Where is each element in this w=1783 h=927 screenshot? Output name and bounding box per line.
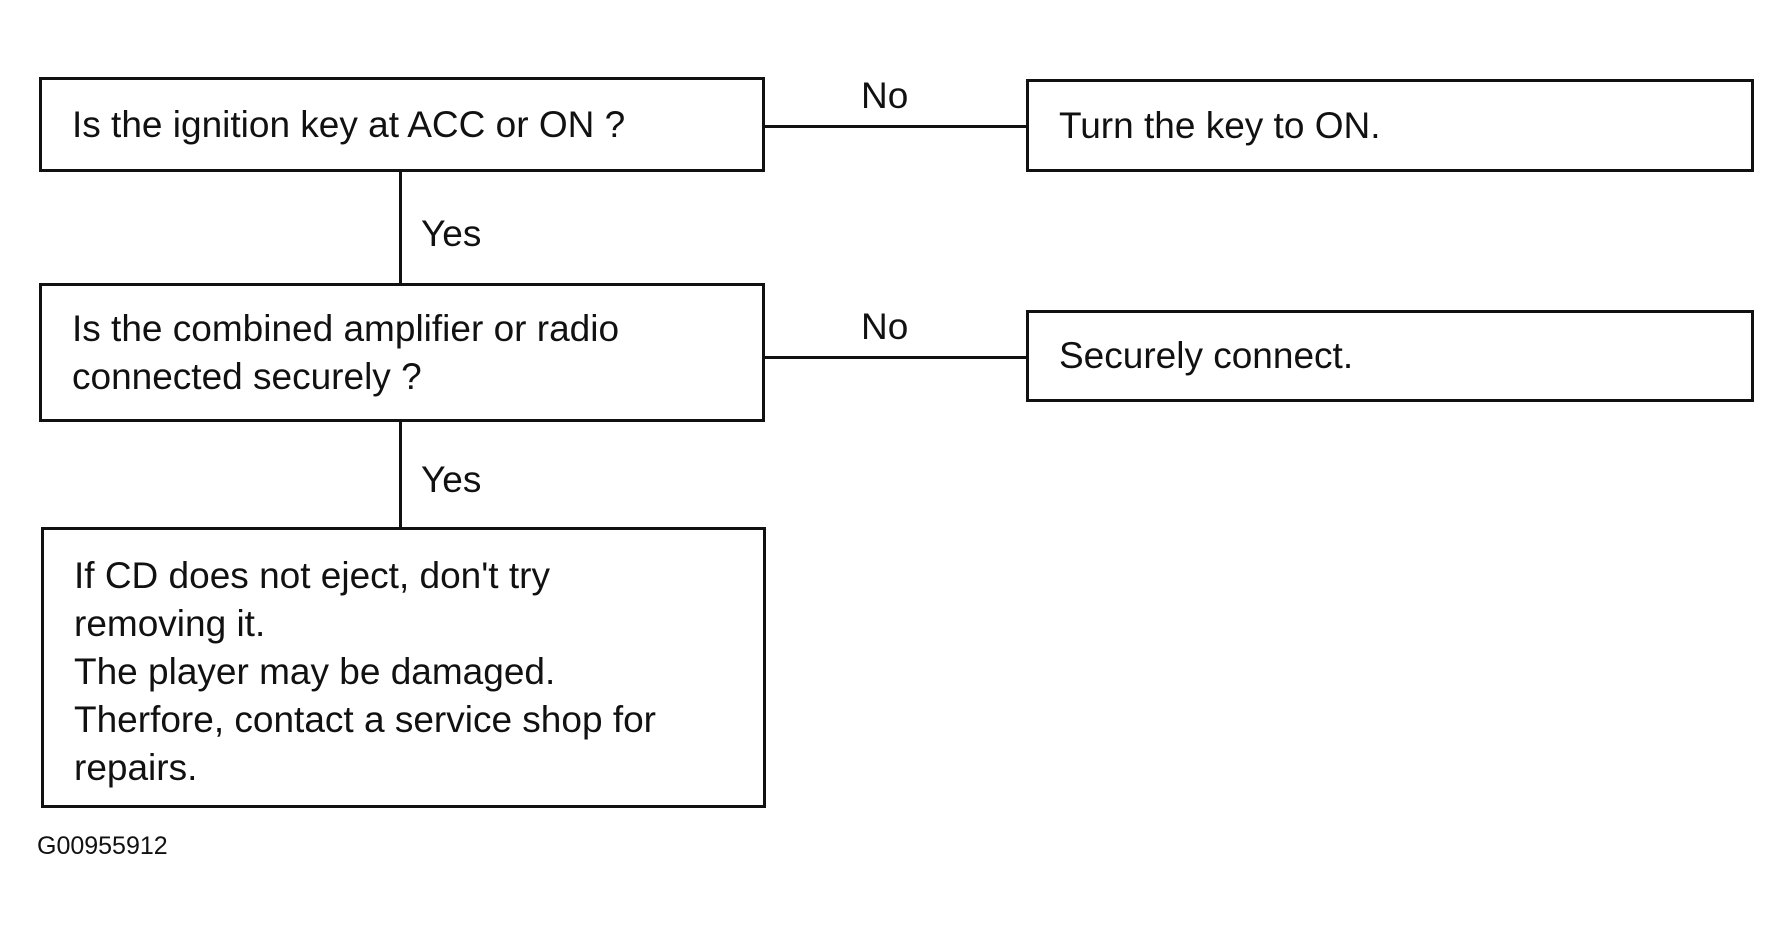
decision-line: Is the combined amplifier or radio bbox=[72, 307, 620, 349]
decision-text-amplifier-connection: Is the combined amplifier or radio conne… bbox=[72, 305, 619, 401]
action-box-turn-key: Turn the key to ON. bbox=[1026, 79, 1754, 172]
figure-id: G00955912 bbox=[37, 832, 168, 860]
result-line: removing it. bbox=[74, 603, 266, 644]
decision-text-ignition-key: Is the ignition key at ACC or ON ? bbox=[72, 103, 626, 145]
result-line: The player may be damaged. bbox=[74, 651, 556, 692]
connector-q2-to-a2 bbox=[764, 356, 1028, 359]
result-line: If CD does not eject, don't try bbox=[74, 555, 550, 596]
connector-q2-to-result bbox=[399, 420, 402, 529]
result-text-contact-service: If CD does not eject, don't try removing… bbox=[74, 552, 656, 792]
yes-label-amplifier-connection: Yes bbox=[421, 459, 482, 500]
action-text-turn-key: Turn the key to ON. bbox=[1059, 104, 1381, 146]
yes-label-ignition-key: Yes bbox=[421, 213, 482, 254]
decision-box-amplifier-connection: Is the combined amplifier or radio conne… bbox=[39, 283, 765, 422]
connector-q1-to-q2 bbox=[399, 170, 402, 285]
action-box-securely-connect: Securely connect. bbox=[1026, 310, 1754, 402]
connector-q1-to-a1 bbox=[764, 125, 1028, 128]
result-box-contact-service: If CD does not eject, don't try removing… bbox=[41, 527, 766, 808]
no-label-ignition-key: No bbox=[861, 75, 909, 116]
result-line: repairs. bbox=[74, 747, 198, 788]
result-line: Therfore, contact a service shop for bbox=[74, 699, 656, 740]
decision-line: connected securely ? bbox=[72, 355, 422, 397]
decision-box-ignition-key: Is the ignition key at ACC or ON ? bbox=[39, 77, 765, 172]
action-text-securely-connect: Securely connect. bbox=[1059, 335, 1354, 376]
no-label-amplifier-connection: No bbox=[861, 306, 909, 347]
